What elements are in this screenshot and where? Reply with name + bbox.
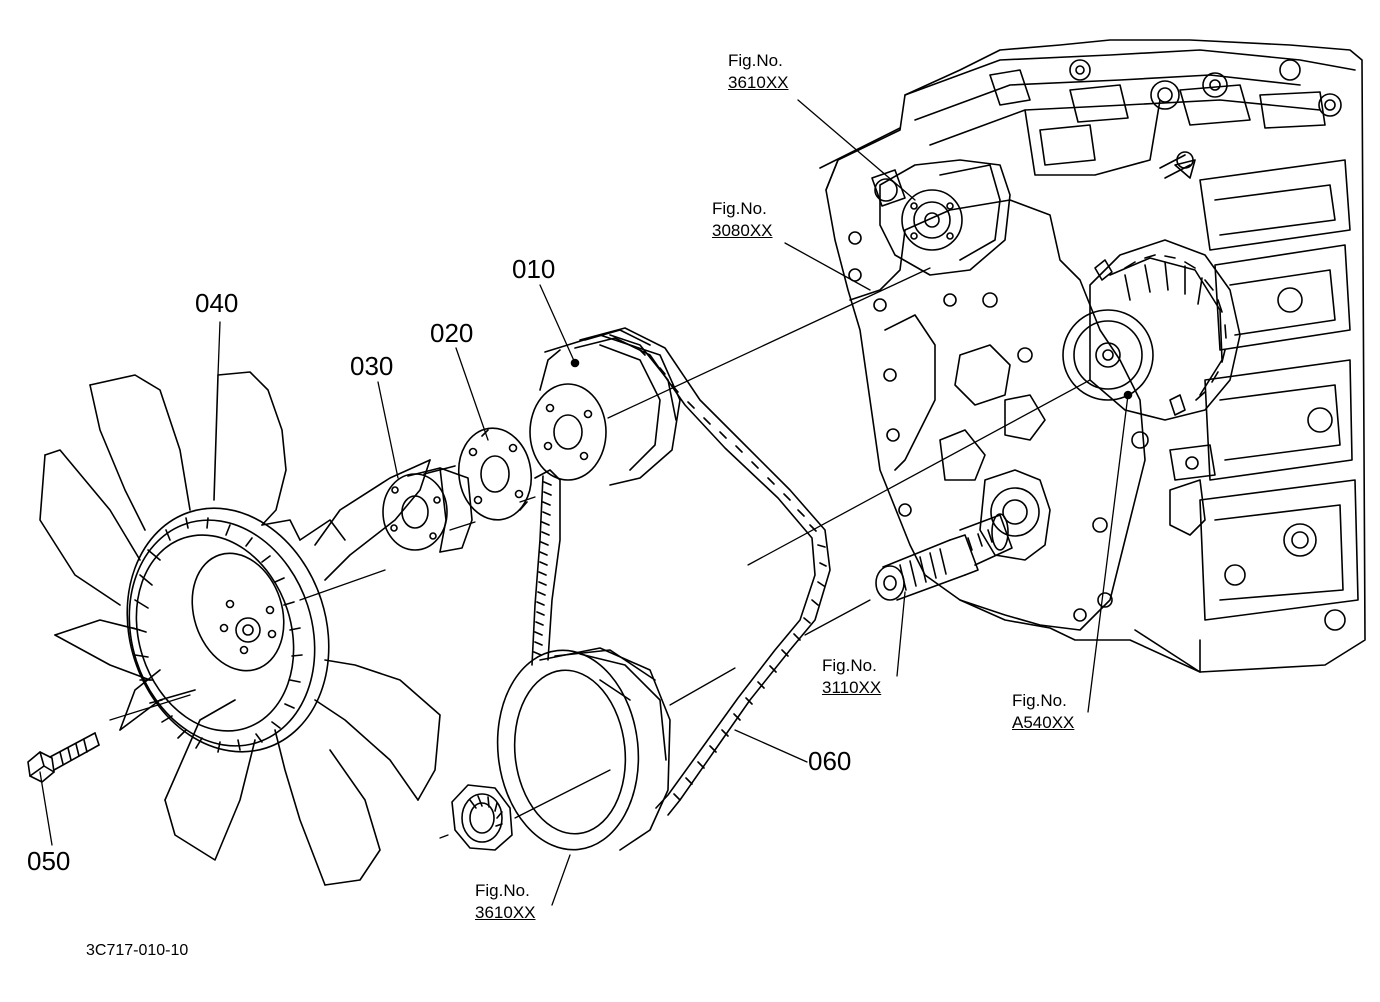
cooling-fan xyxy=(39,371,441,886)
drawing-reference-code: 3C717-010-10 xyxy=(86,942,189,959)
fig-ref-number: 3610XX xyxy=(475,903,536,922)
leader-lines xyxy=(39,99,1129,906)
part-label-060[interactable]: 060 xyxy=(808,746,852,776)
part-label-030[interactable]: 030 xyxy=(350,351,394,381)
fig-ref-caption: Fig.No. xyxy=(1012,691,1067,710)
part-label-010[interactable]: 010 xyxy=(512,254,556,284)
fig-ref-number: A540XX xyxy=(1012,713,1075,732)
fig-ref-caption: Fig.No. xyxy=(822,656,877,675)
crank-nut xyxy=(451,784,513,851)
part-label-050[interactable]: 050 xyxy=(27,846,71,876)
part-label-020[interactable]: 020 xyxy=(430,318,474,348)
fan-spacer xyxy=(382,465,473,553)
fig-ref-number: 3610XX xyxy=(728,73,789,92)
fan-flange-plate xyxy=(457,427,533,521)
fig-ref-crankshaft[interactable]: Fig.No. 3110XX xyxy=(822,655,881,699)
fan-belt xyxy=(531,327,831,816)
fig-ref-crank-pulley[interactable]: Fig.No. 3610XX xyxy=(475,880,536,924)
crank-pulley xyxy=(496,647,671,851)
fig-ref-number: 3110XX xyxy=(822,678,882,697)
engine-block xyxy=(819,39,1366,673)
fan-pulley xyxy=(529,329,681,486)
fig-ref-water-pump[interactable]: Fig.No. 3610XX xyxy=(728,50,789,94)
fig-ref-caption: Fig.No. xyxy=(712,199,767,218)
fig-ref-alternator[interactable]: Fig.No. A540XX xyxy=(1012,690,1074,734)
part-label-040[interactable]: 040 xyxy=(195,288,239,318)
fig-ref-caption: Fig.No. xyxy=(728,51,783,70)
alternator xyxy=(1062,239,1241,421)
assembly-axis-lines xyxy=(109,267,1091,839)
fig-ref-caption: Fig.No. xyxy=(475,881,530,900)
fan-bolt xyxy=(27,732,100,783)
output-shaft xyxy=(875,513,1013,601)
fig-ref-number: 3080XX xyxy=(712,221,773,240)
fig-ref-gear-case[interactable]: Fig.No. 3080XX xyxy=(712,198,773,242)
